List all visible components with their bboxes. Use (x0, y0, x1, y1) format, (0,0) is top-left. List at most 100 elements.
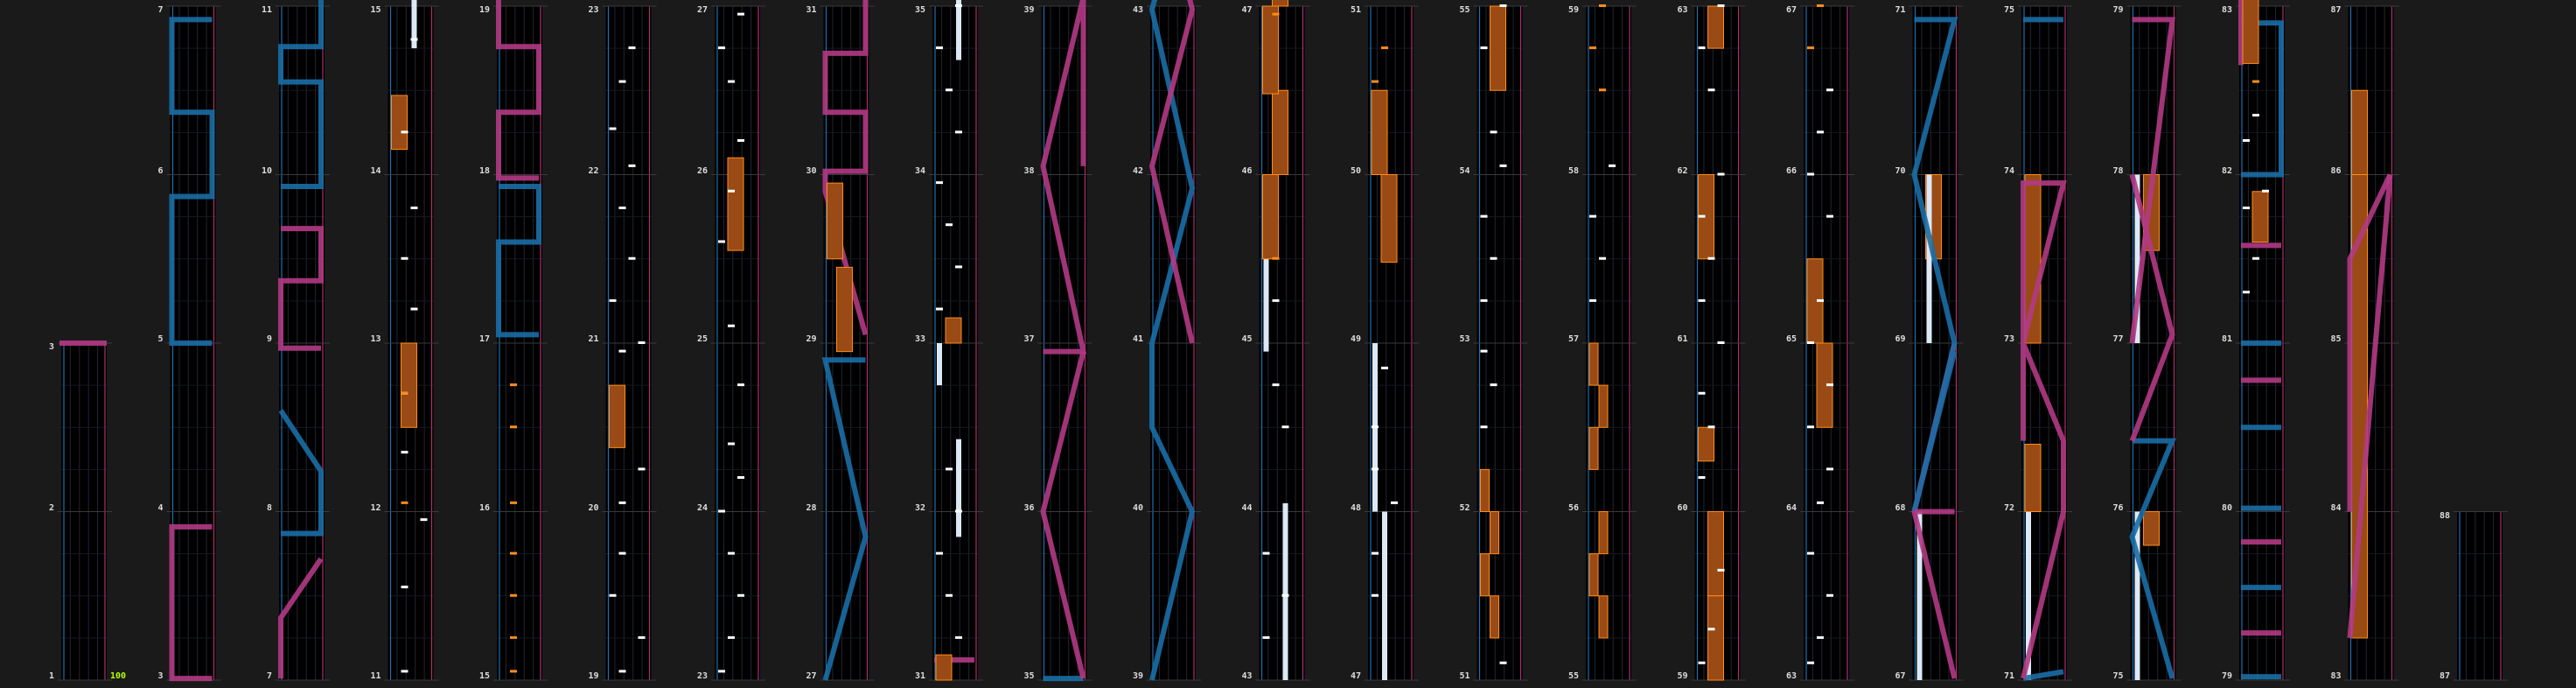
tap-note (618, 551, 626, 555)
tap-note (728, 324, 735, 327)
tap-note (1499, 4, 1507, 7)
tap-note (2262, 189, 2269, 193)
accent-note (1372, 80, 1379, 83)
slide-path (496, 0, 541, 181)
tap-note (1707, 628, 1715, 631)
accent-note (401, 391, 408, 395)
orange-hold-note (2143, 511, 2160, 546)
tap-note (1499, 661, 1507, 664)
hold-note (1282, 502, 1288, 680)
tap-note (728, 442, 735, 446)
tap-note (2252, 256, 2259, 260)
orange-hold-note (2242, 0, 2259, 64)
tap-note (1372, 467, 1379, 471)
tap-note (401, 451, 408, 454)
tap-note (1826, 88, 1833, 92)
tap-note (628, 256, 636, 260)
tap-note (638, 341, 646, 344)
accent-note (1589, 46, 1596, 50)
orange-hold-note (1480, 553, 1490, 597)
tap-note (618, 80, 626, 83)
tap-note (618, 207, 626, 209)
tap-note (628, 46, 636, 50)
slide-path (2022, 669, 2064, 682)
tap-note (401, 670, 408, 673)
tap-note (718, 670, 725, 673)
tap-note (1490, 130, 1497, 134)
tap-note (718, 240, 725, 243)
tap-note (1490, 383, 1497, 387)
orange-hold-note (1598, 595, 1609, 639)
tap-note (1707, 256, 1715, 260)
tap-note (728, 80, 735, 83)
accent-note (510, 635, 517, 639)
tap-note (1272, 383, 1280, 387)
tap-note (2243, 139, 2250, 142)
orange-hold-note (609, 384, 625, 448)
tap-note (2243, 207, 2250, 209)
slide-path (2129, 438, 2177, 679)
tap-note (1589, 214, 1596, 218)
accent-note (1599, 88, 1606, 92)
hold-note (1382, 511, 1387, 680)
tap-note (1262, 635, 1270, 639)
tap-note (737, 476, 744, 479)
tap-note (1817, 130, 1824, 134)
tap-note (1698, 214, 1706, 218)
slide-path (1911, 17, 1958, 513)
slide-path (2347, 174, 2393, 639)
orange-hold-note (1707, 595, 1724, 681)
slide-path (278, 0, 324, 189)
tap-note (1717, 341, 1725, 344)
tap-note (955, 635, 962, 639)
accent-note (510, 501, 517, 504)
tap-note (955, 509, 962, 513)
tap-note (718, 509, 725, 513)
tap-note (1698, 661, 1706, 664)
tap-note (737, 139, 744, 142)
orange-hold-note (1588, 426, 1599, 470)
slide-path (496, 183, 541, 338)
hold-note (1926, 174, 1932, 343)
orange-hold-note (1707, 511, 1724, 597)
hold-note (937, 343, 942, 386)
slide-path (278, 409, 324, 537)
orange-hold-note (1707, 5, 1724, 49)
tap-note (946, 88, 953, 92)
orange-hold-note (1262, 174, 1279, 260)
tap-note (618, 670, 626, 673)
orange-hold-note (401, 342, 417, 428)
tap-note (1499, 164, 1507, 167)
accent-note (510, 551, 517, 555)
orange-hold-note (935, 654, 953, 681)
tap-note (609, 298, 617, 302)
orange-hold-note (2024, 444, 2042, 512)
tap-note (1609, 164, 1616, 167)
tap-note (1807, 172, 1814, 176)
slide-path (1148, 0, 1196, 681)
tap-note (410, 38, 418, 41)
orange-hold-note (2351, 89, 2368, 175)
accent-note (510, 383, 517, 387)
tap-note (1817, 298, 1824, 302)
tap-note (1281, 593, 1289, 597)
tap-note (1807, 661, 1814, 664)
slide-path (1148, 0, 1196, 344)
accent-note (1807, 46, 1814, 50)
orange-hold-note (1598, 384, 1609, 428)
orange-hold-note (1698, 426, 1714, 462)
accent-note (1817, 4, 1824, 7)
tap-note (1698, 391, 1706, 395)
orange-hold-note (1588, 342, 1599, 386)
tap-note (1490, 256, 1497, 260)
orange-hold-note (391, 95, 408, 151)
orange-hold-note (1490, 595, 1499, 639)
tap-note (1826, 383, 1833, 387)
tap-note (1589, 298, 1596, 302)
accent-note (1272, 12, 1280, 16)
accent-note (510, 425, 517, 429)
orange-hold-note (1371, 89, 1388, 175)
tap-note (1817, 501, 1824, 504)
hold-note (2026, 511, 2031, 680)
